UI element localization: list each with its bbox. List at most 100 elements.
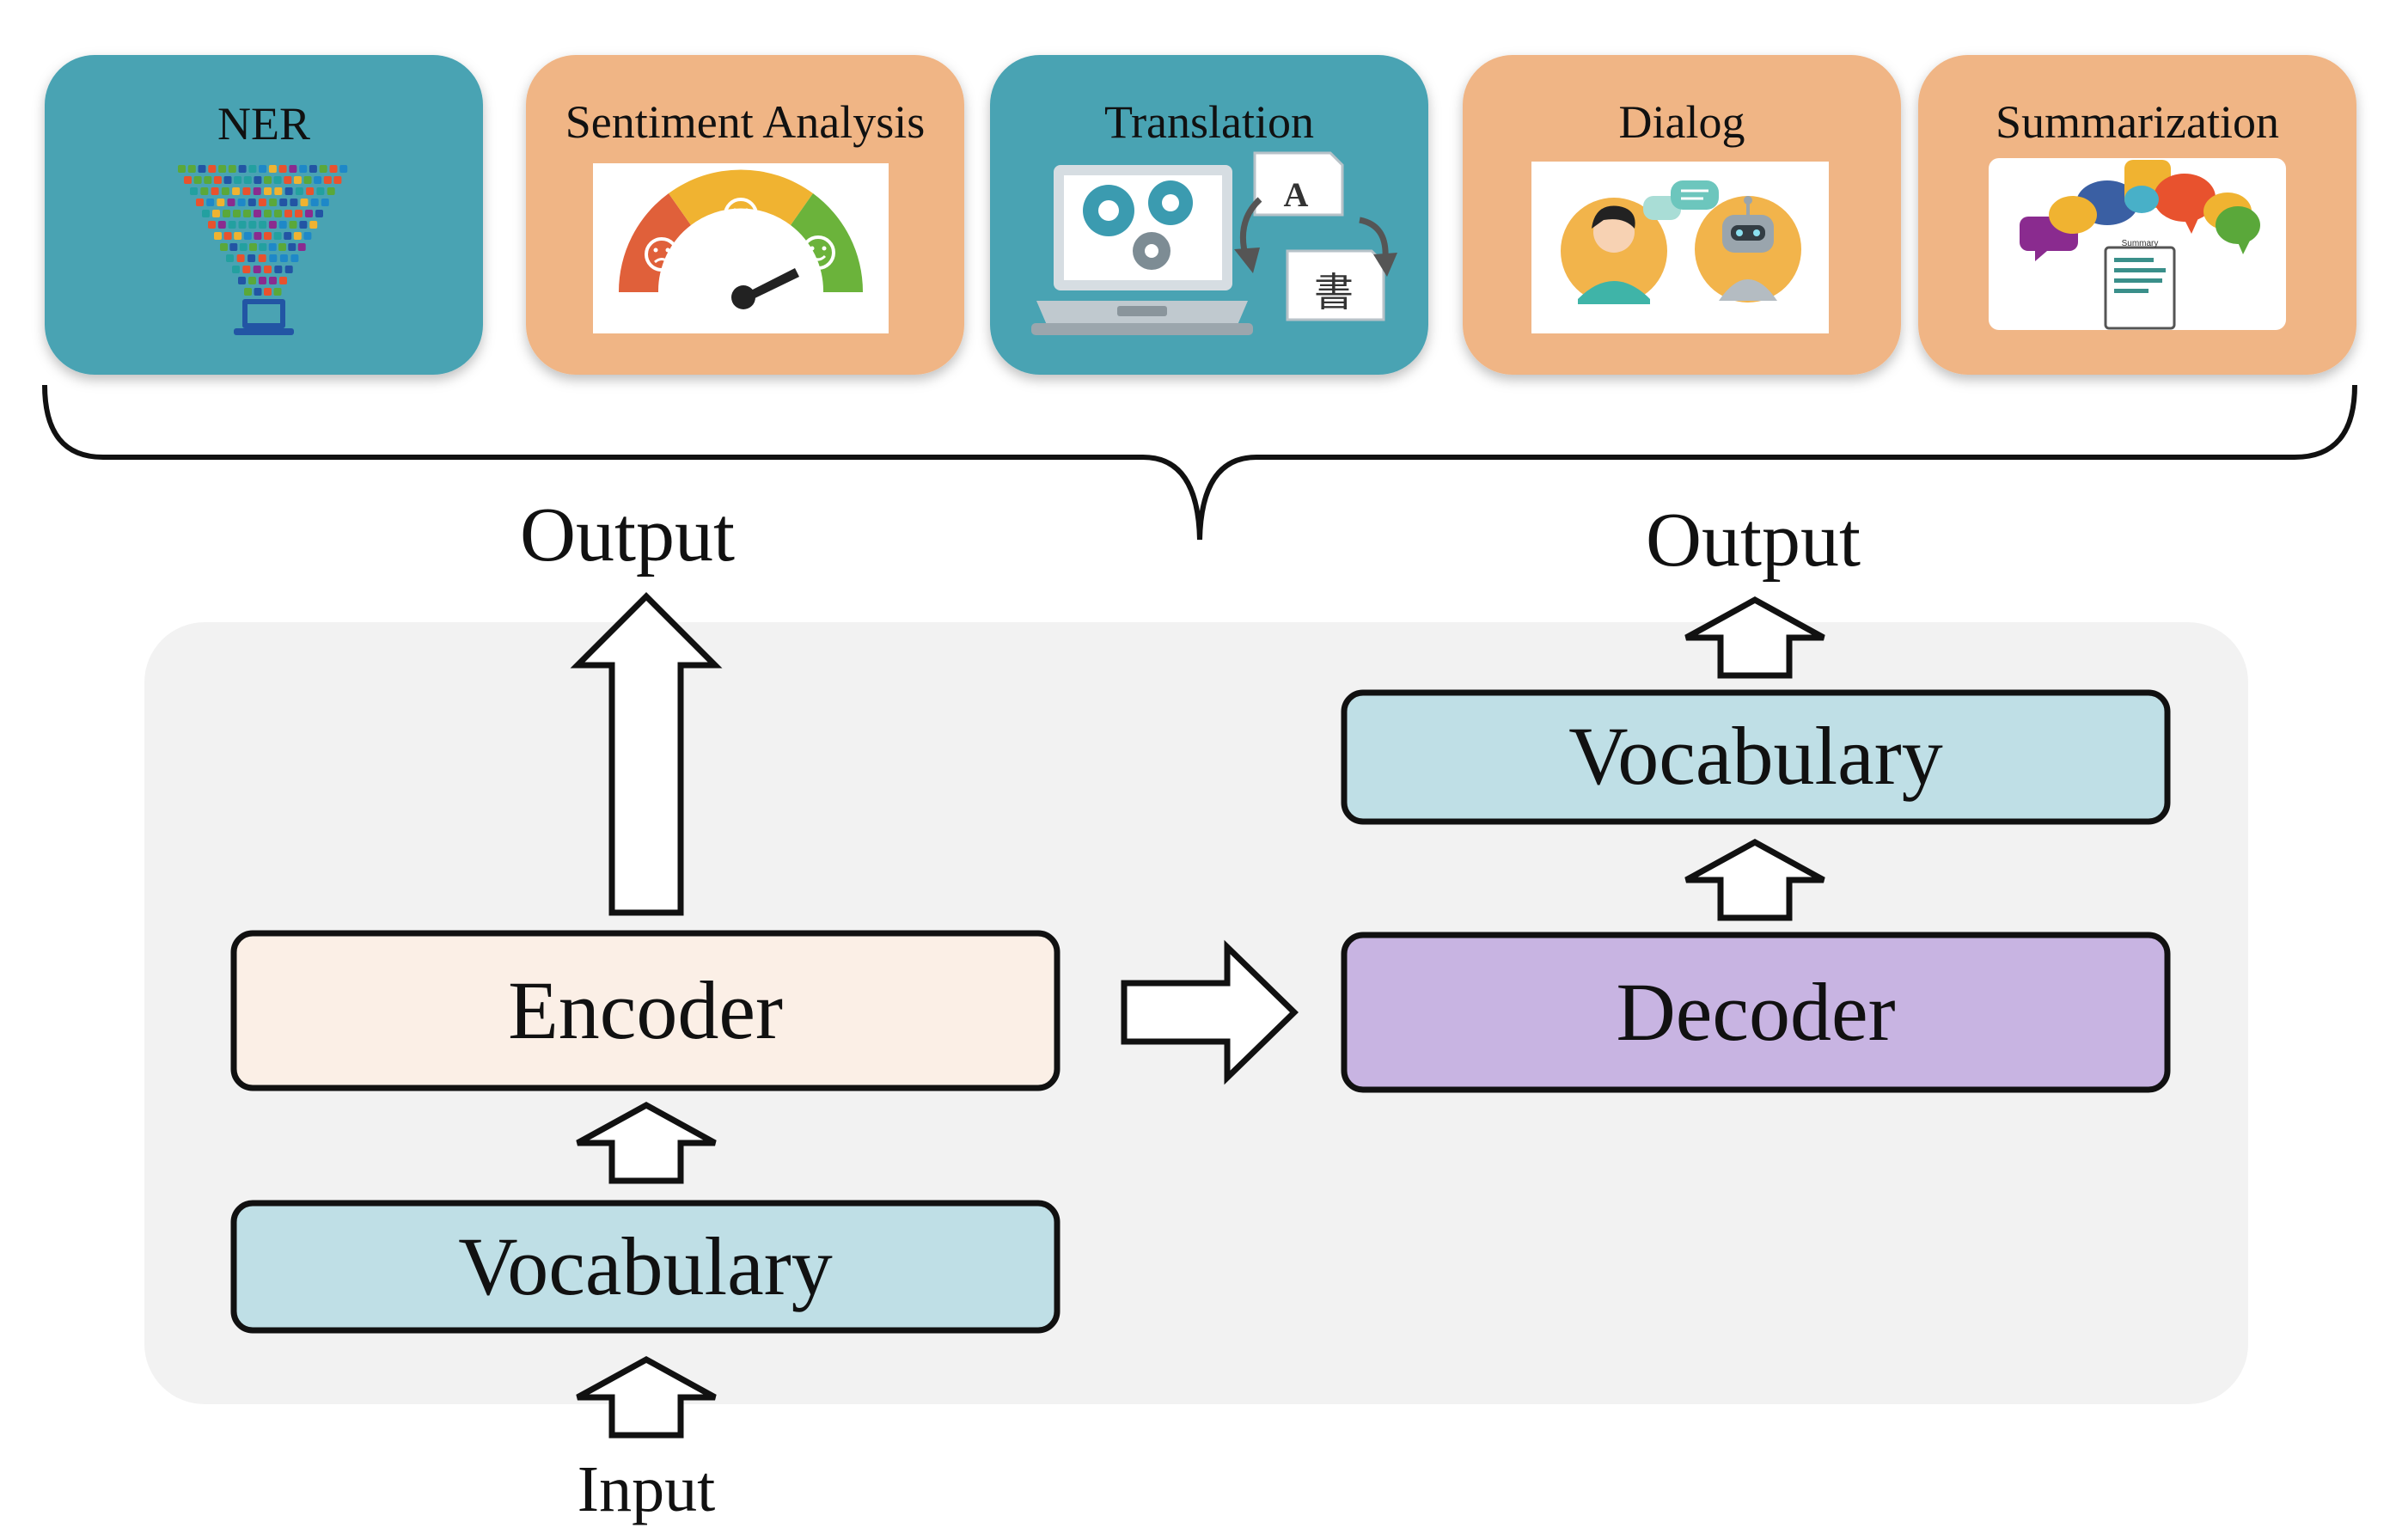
ner-tile <box>217 221 226 229</box>
ner-tile <box>208 165 217 173</box>
ner-tile <box>321 199 329 206</box>
ner-tile <box>279 254 288 262</box>
ner-tile <box>254 210 261 217</box>
encoder-label: Encoder <box>508 964 783 1056</box>
ner-tile <box>290 199 298 206</box>
ner-tile <box>221 187 229 195</box>
decoder-output-arrow <box>1684 596 1825 679</box>
ner-tile <box>289 221 297 229</box>
ner-tile <box>208 221 216 229</box>
ner-tile <box>279 277 287 284</box>
ner-tile <box>223 232 232 240</box>
task-title-dialog: Dialog <box>1619 96 1745 148</box>
ner-tile <box>248 254 256 262</box>
input-arrow <box>576 1356 717 1439</box>
ner-tile <box>223 176 232 184</box>
ner-tile <box>284 266 293 273</box>
ner-tile <box>329 165 338 173</box>
ner-tile <box>306 187 315 195</box>
ner-tile <box>254 232 262 240</box>
ner-tile <box>254 288 262 296</box>
ner-tile <box>187 165 196 173</box>
ner-tile <box>229 243 238 251</box>
ner-tile <box>274 187 283 195</box>
ner-tile <box>309 165 317 173</box>
ner-tile <box>264 266 272 273</box>
ner-tile <box>279 199 288 206</box>
ner-tile <box>234 176 242 184</box>
ner-tile <box>315 210 323 217</box>
task-card-dialog: Dialog <box>1463 55 1901 375</box>
ner-tile <box>198 165 206 173</box>
ner-tile <box>339 165 348 173</box>
ner-tile <box>242 187 251 195</box>
ner-tile <box>299 221 308 229</box>
ner-tile <box>238 165 247 173</box>
decoder-label: Decoder <box>1616 966 1895 1058</box>
ner-tile <box>264 232 272 240</box>
ner-tile <box>223 210 230 217</box>
ner-tile <box>323 176 332 184</box>
input-label: Input <box>578 1453 715 1525</box>
ner-tile <box>248 221 257 229</box>
task-card-ner: NER <box>45 55 483 375</box>
ner-tile <box>243 210 251 217</box>
ner-tile <box>300 199 309 206</box>
ner-tile <box>274 266 283 273</box>
ner-tile <box>204 176 212 184</box>
ner-tile <box>314 176 322 184</box>
summary-doc-title: Summary <box>2122 239 2159 248</box>
ner-tile <box>284 232 292 240</box>
ner-tile <box>227 199 235 206</box>
ner-tile <box>305 210 313 217</box>
ner-tile <box>274 210 282 217</box>
ner-tile <box>269 254 278 262</box>
ner-tile <box>253 187 261 195</box>
ner-tile <box>200 187 209 195</box>
ner-tile <box>295 187 303 195</box>
ner-tile <box>288 243 296 251</box>
ner-tile <box>238 221 247 229</box>
ner-tile <box>293 176 302 184</box>
ner-tile <box>214 232 222 240</box>
ner-tile <box>217 199 225 206</box>
ner-tile <box>213 176 222 184</box>
ner-tile <box>178 165 186 173</box>
dialog-human-robot-icon <box>1531 162 1829 333</box>
ner-tile <box>184 176 192 184</box>
ner-tile <box>319 165 327 173</box>
task-card-summarization: Summarization Summary <box>1918 55 2356 375</box>
ner-tile <box>242 266 251 273</box>
ner-tile <box>278 243 286 251</box>
ner-tile <box>293 232 302 240</box>
ner-tile <box>253 266 261 273</box>
task-card-sentiment: Sentiment Analysis <box>526 55 964 375</box>
encoder-box <box>230 930 1060 1091</box>
task-title-sentiment: Sentiment Analysis <box>565 96 926 148</box>
ner-tile <box>218 165 227 173</box>
ner-tile <box>268 243 277 251</box>
task-title-ner: NER <box>217 98 310 150</box>
encoder-output-label: Output <box>520 492 735 578</box>
ner-tile <box>220 243 228 251</box>
ner-tile <box>232 187 241 195</box>
ner-tile <box>237 199 246 206</box>
ner-tile <box>258 254 266 262</box>
ner-tile <box>303 232 312 240</box>
ner-tile <box>226 254 234 262</box>
ner-tile <box>211 187 219 195</box>
encoder-vocabulary-box <box>230 1200 1060 1334</box>
ner-tile <box>278 221 287 229</box>
ner-tile <box>290 254 299 262</box>
decoder-to-vocab-arrow <box>1684 839 1825 921</box>
ner-tile <box>264 187 272 195</box>
ner-tile <box>212 210 220 217</box>
ner-tile <box>248 277 256 284</box>
ner-tile <box>234 232 242 240</box>
ner-tile <box>264 210 272 217</box>
ner-tile <box>278 165 287 173</box>
ner-tile <box>244 288 252 296</box>
encoder-to-decoder-arrow <box>1121 939 1299 1085</box>
ner-tile <box>258 199 266 206</box>
